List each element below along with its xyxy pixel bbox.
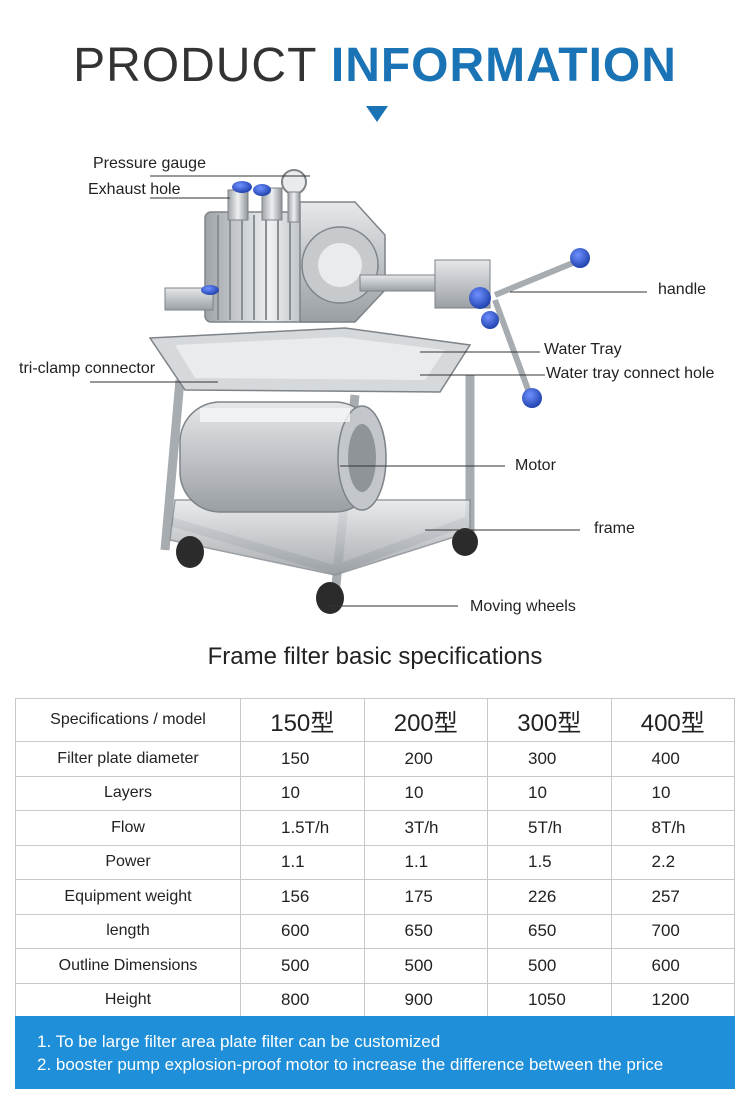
title-bold: INFORMATION xyxy=(330,39,677,92)
table-row: Filter plate diameter 150 200 300 400 xyxy=(15,741,735,777)
cell: 1.1 xyxy=(240,844,365,880)
cell: 400 xyxy=(610,741,735,777)
leader-lines xyxy=(90,175,647,607)
table-row: Flow 1.5T/h 3T/h 5T/h 8T/h xyxy=(15,810,735,846)
cell: 1.5T/h xyxy=(240,810,365,846)
table-row: Height 800 900 1050 1200 xyxy=(15,982,735,1018)
side-inlet xyxy=(164,285,219,311)
model-150: 150型 xyxy=(240,698,365,742)
model-400: 400型 xyxy=(610,698,735,742)
label-water-tray: Water Tray xyxy=(544,341,622,358)
cell: 300 xyxy=(487,741,612,777)
label-frame: frame xyxy=(594,520,635,537)
cell: 200 xyxy=(363,741,488,777)
header-label: Specifications / model xyxy=(15,698,241,742)
cell: 226 xyxy=(487,879,612,915)
table-row: Layers 10 10 10 10 xyxy=(15,775,735,811)
cell: 500 xyxy=(363,948,488,984)
spec-table: Specifications / model 150型 200型 300型 40… xyxy=(15,698,735,1018)
cell: 600 xyxy=(610,948,735,984)
cell: 800 xyxy=(240,982,365,1018)
top-fittings xyxy=(227,169,307,223)
handle-assembly xyxy=(359,248,590,408)
cell: 500 xyxy=(487,948,612,984)
cell: 1050 xyxy=(487,982,612,1018)
cell: 257 xyxy=(610,879,735,915)
page-title: PRODUCT INFORMATION xyxy=(0,38,750,94)
motor-body xyxy=(179,401,387,513)
cell: 650 xyxy=(487,913,612,949)
row-name: length xyxy=(15,913,241,949)
cell: 3T/h xyxy=(363,810,488,846)
cell: 700 xyxy=(610,913,735,949)
cell: 650 xyxy=(363,913,488,949)
model-300: 300型 xyxy=(487,698,612,742)
table-row: Outline Dimensions 500 500 500 600 xyxy=(15,948,735,984)
cell: 5T/h xyxy=(487,810,612,846)
note-2: 2. booster pump explosion-proof motor to… xyxy=(37,1055,664,1074)
cell: 175 xyxy=(363,879,488,915)
cell: 156 xyxy=(240,879,365,915)
down-triangle-icon xyxy=(366,106,388,122)
model-200: 200型 xyxy=(363,698,488,742)
cell: 10 xyxy=(363,775,488,811)
row-name: Outline Dimensions xyxy=(15,948,241,984)
label-water-tray-connect-hole: Water tray connect hole xyxy=(546,365,715,382)
frame-base xyxy=(169,499,471,576)
row-name: Layers xyxy=(15,775,241,811)
row-name: Flow xyxy=(15,810,241,846)
table-row: length 600 650 650 700 xyxy=(15,913,735,949)
label-motor: Motor xyxy=(515,457,556,474)
row-name: Power xyxy=(15,844,241,880)
cell: 1200 xyxy=(610,982,735,1018)
cell: 8T/h xyxy=(610,810,735,846)
cell: 900 xyxy=(363,982,488,1018)
label-exhaust-hole: Exhaust hole xyxy=(88,181,181,198)
cell: 500 xyxy=(240,948,365,984)
table-row: Equipment weight 156 175 226 257 xyxy=(15,879,735,915)
product-diagram: Pressure gauge Exhaust hole handle Water… xyxy=(0,140,750,630)
label-moving-wheels: Moving wheels xyxy=(470,598,576,615)
cell: 10 xyxy=(487,775,612,811)
cell: 1.5 xyxy=(487,844,612,880)
notes-banner: 1. To be large filter area plate filter … xyxy=(15,1016,735,1089)
title-light: PRODUCT xyxy=(73,39,331,92)
filter-plates xyxy=(204,201,386,323)
row-name: Height xyxy=(15,982,241,1018)
label-handle: handle xyxy=(658,281,707,298)
label-tri-clamp-connector: tri-clamp connector xyxy=(19,360,156,377)
filter-machine-illustration xyxy=(90,169,647,614)
note-1: 1. To be large filter area plate filter … xyxy=(37,1032,441,1051)
label-pressure-gauge: Pressure gauge xyxy=(93,155,206,172)
cell: 1.1 xyxy=(363,844,488,880)
cell: 150 xyxy=(240,741,365,777)
row-name: Equipment weight xyxy=(15,879,241,915)
cell: 10 xyxy=(240,775,365,811)
table-header-row: Specifications / model 150型 200型 300型 40… xyxy=(15,698,735,742)
cell: 600 xyxy=(240,913,365,949)
cell: 2.2 xyxy=(610,844,735,880)
row-name: Filter plate diameter xyxy=(15,741,241,777)
cell: 10 xyxy=(610,775,735,811)
spec-title: Frame filter basic specifications xyxy=(207,643,543,670)
table-row: Power 1.1 1.1 1.5 2.2 xyxy=(15,844,735,880)
